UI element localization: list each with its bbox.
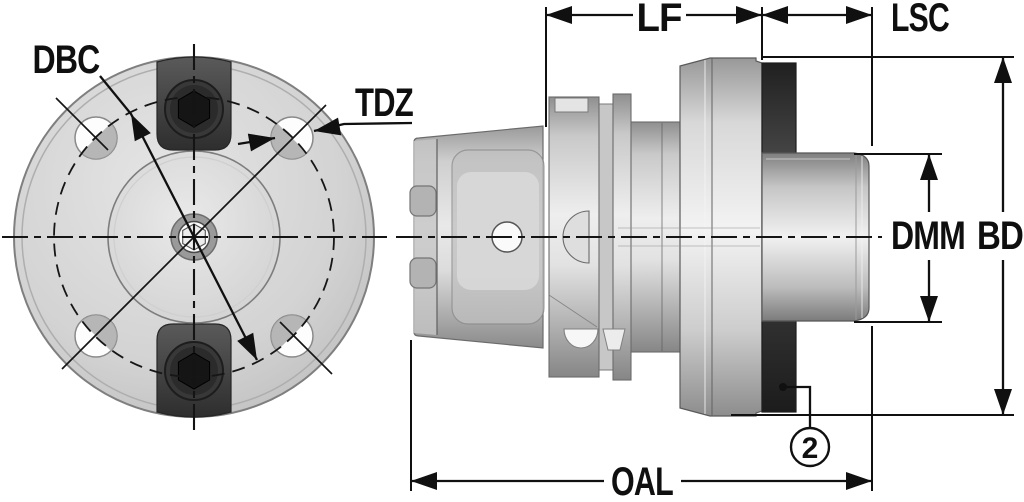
- side-view: [396, 57, 882, 417]
- orientation-notch: [554, 97, 589, 113]
- callout-2-circle: [789, 426, 831, 468]
- hole-axis-tick: [279, 321, 333, 375]
- label-dbc: DBC: [33, 38, 100, 82]
- drive-slot-bottom: [409, 257, 437, 289]
- dimensions: LF LSC OAL DMM: [33, 0, 1024, 502]
- dim-tdz: TDZ: [237, 81, 414, 152]
- front-view: [2, 44, 387, 431]
- label-lsc: LSC: [891, 0, 949, 40]
- callout-2-number: 2: [802, 432, 819, 465]
- dim-dbc: DBC: [33, 38, 259, 361]
- drive-slot-top: [409, 185, 437, 217]
- label-oal: OAL: [611, 460, 673, 497]
- callout-2: 2: [779, 383, 831, 468]
- dim-dmm: DMM: [891, 154, 966, 322]
- label-lf: LF: [637, 0, 682, 40]
- label-dmm: DMM: [891, 214, 965, 258]
- dim-bd: BD: [977, 57, 1024, 415]
- hole-axis-tick: [55, 97, 109, 151]
- label-bd: BD: [977, 214, 1023, 258]
- dim-oal: OAL: [411, 460, 872, 502]
- groove-detail-dome: [563, 328, 599, 349]
- groove-detail-wedge: [602, 328, 626, 351]
- dim-lf: LF: [546, 0, 762, 40]
- dim-lsc: LSC: [762, 0, 950, 40]
- label-tdz: TDZ: [355, 81, 413, 125]
